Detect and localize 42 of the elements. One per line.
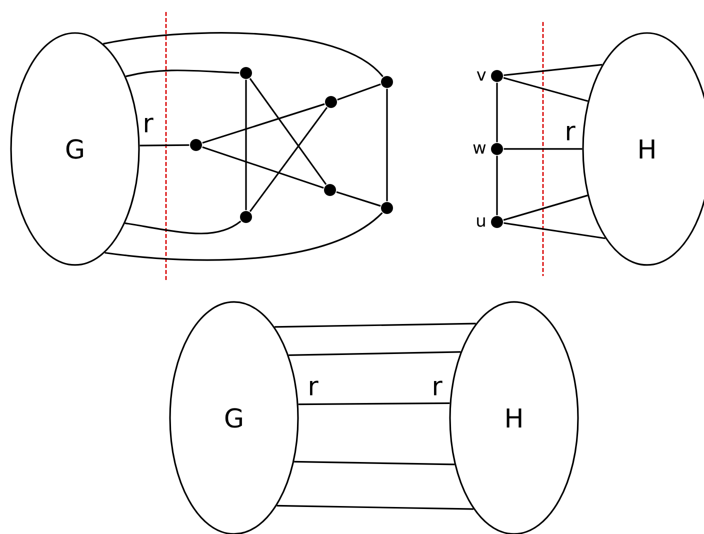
vertex-label: u	[477, 217, 485, 227]
letter-label: r	[310, 380, 318, 396]
edge-line	[202, 146, 324, 189]
edge-line	[249, 78, 327, 185]
edge-line	[298, 402, 450, 406]
edge-line	[337, 84, 381, 100]
graph-vertex	[491, 70, 503, 82]
edge-line	[504, 148, 582, 150]
graph-vertex	[324, 184, 336, 196]
edge-line	[336, 191, 381, 207]
edge-line	[504, 222, 606, 240]
edge-line	[140, 144, 190, 146]
edge-line	[124, 220, 242, 234]
vertex-label: w	[473, 144, 486, 154]
edge-line	[496, 156, 498, 216]
letter-label: r	[434, 380, 442, 396]
edge-line	[274, 322, 476, 328]
edge-line	[503, 194, 588, 221]
edge-line	[503, 77, 588, 102]
edge-line	[496, 82, 498, 142]
edge-line	[276, 504, 474, 510]
graph-vertex	[240, 210, 252, 223]
graph-vertex	[381, 202, 393, 214]
graph-vertex	[325, 96, 337, 108]
letter-label: r	[567, 126, 576, 140]
graph-vertex	[491, 143, 503, 155]
edge-line	[104, 212, 383, 261]
edge-line	[126, 70, 240, 78]
graph-vertex	[190, 138, 202, 151]
graph-vertex	[240, 66, 252, 79]
edge-line	[202, 103, 325, 144]
graph-vertex	[381, 76, 393, 88]
vertex-label: v	[476, 71, 486, 81]
edge-line	[249, 106, 328, 212]
edge-line	[288, 351, 461, 356]
graph-vertex	[491, 216, 503, 228]
edge-line	[245, 80, 247, 210]
edge-line	[294, 460, 455, 466]
edge-line	[103, 32, 384, 78]
edge-line	[504, 64, 602, 76]
letter-label: r	[145, 118, 154, 132]
edge-line	[386, 88, 388, 202]
